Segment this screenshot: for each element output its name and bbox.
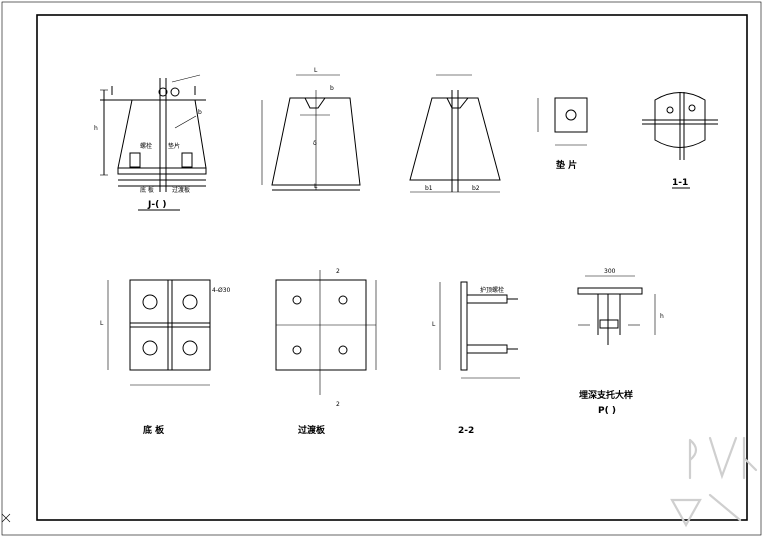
label-b2: b2 (472, 185, 480, 192)
label-b-g: b (330, 85, 334, 92)
view-pad: 垫 片 (537, 97, 588, 171)
label-L2b: L (314, 183, 318, 190)
label-mark-2-top: 2 (336, 268, 340, 275)
caption-pad: 垫 片 (556, 159, 577, 171)
label-base: 底 板 (140, 186, 154, 194)
label-L22: L (432, 321, 436, 328)
label-trans: 过渡板 (172, 186, 190, 194)
view-section11: 1-1 (642, 92, 718, 189)
corner-mark (1, 513, 11, 523)
label-pad: 垫片 (168, 142, 180, 150)
caption-elevation: J-( ) (147, 200, 166, 210)
view-baseplate: 4-Ø30 L 底 板 (100, 279, 231, 436)
caption-detail-sub: P( ) (598, 406, 616, 416)
label-h-detail: h (660, 313, 664, 320)
caption-transition: 过渡板 (298, 424, 326, 436)
caption-detail: 埋深支托大样 (579, 389, 633, 401)
view-section22: 护顶螺栓 L 2-2 (432, 281, 520, 436)
label-hole: 4-Ø30 (212, 287, 231, 294)
caption-section11: 1-1 (672, 178, 688, 188)
label-L-base: L (100, 320, 104, 327)
label-bolt: 螺栓 (140, 142, 152, 150)
view-transition: 2 2 过渡板 (275, 268, 377, 436)
view-detail: 300 h 埋深支托大样 P( ) (577, 268, 664, 416)
label-d2: δ (313, 140, 317, 147)
view-elevation: 螺栓 垫片 底 板 过渡板 h b J-( ) (94, 74, 207, 211)
label-mark-2-bot: 2 (336, 401, 340, 408)
sheet-inner-border (36, 14, 748, 521)
label-dim-top: 300 (604, 268, 616, 275)
caption-baseplate: 底 板 (143, 424, 165, 436)
view-gusset2: b1 b2 (409, 74, 501, 193)
label-L2: L (314, 67, 318, 74)
label-b1: b1 (425, 185, 433, 192)
caption-section22: 2-2 (458, 426, 474, 436)
watermark-logo (670, 436, 758, 528)
label-b: b (198, 109, 202, 116)
label-h: h (94, 125, 98, 132)
label-tag22: 护顶螺栓 (480, 286, 504, 294)
view-gusset: L δ b L (261, 67, 361, 191)
